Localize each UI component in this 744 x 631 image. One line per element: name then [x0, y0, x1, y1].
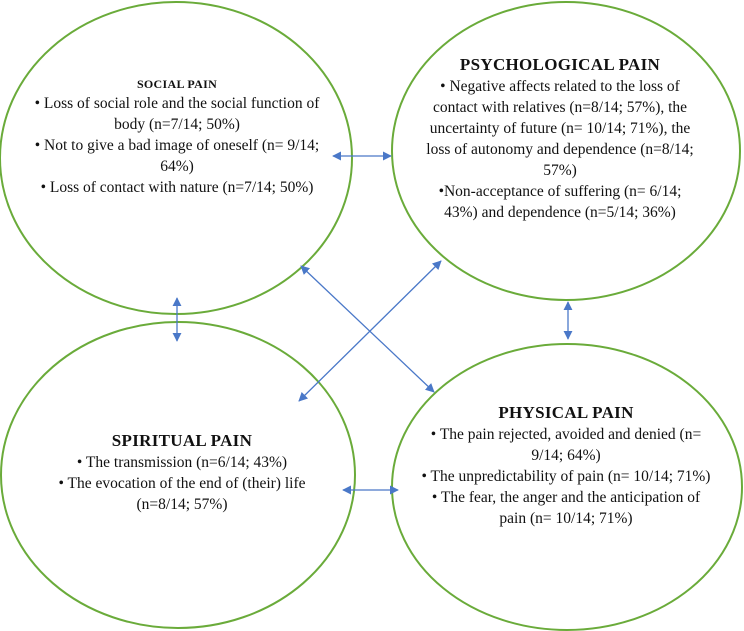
physical-pain-item-3: • The fear, the anger and the anticipati… — [431, 489, 701, 527]
social-pain-title: SOCIAL PAIN — [136, 77, 218, 91]
psychological-pain-item-1: • Negative affects related to the loss o… — [426, 78, 694, 179]
psychological-pain-title: PSYCHOLOGICAL PAIN — [459, 55, 661, 74]
spiritual-pain-text: SPIRITUAL PAIN • The transmission (n=6/1… — [42, 430, 322, 515]
physical-pain-item-1: • The pain rejected, avoided and denied … — [430, 426, 702, 464]
psychological-pain-item-2: •Non-acceptance of suffering (n= 6/14; 4… — [438, 183, 682, 221]
physical-pain-title: PHYSICAL PAIN — [498, 403, 634, 422]
social-pain-item-1: • Loss of social role and the social fun… — [34, 95, 320, 133]
spiritual-pain-title: SPIRITUAL PAIN — [111, 431, 253, 450]
social-pain-item-3: • Loss of contact with nature (n=7/14; 5… — [40, 179, 314, 196]
arrow-social-physical — [300, 265, 435, 393]
psychological-pain-text: PSYCHOLOGICAL PAIN • Negative affects re… — [422, 54, 698, 258]
physical-pain-text: PHYSICAL PAIN • The pain rejected, avoid… — [418, 402, 714, 529]
psychological-pain-circle — [391, 1, 741, 301]
arrow-psychological-spiritual — [298, 260, 442, 402]
social-pain-text: SOCIAL PAIN • Loss of social role and th… — [28, 75, 326, 198]
spiritual-pain-item-1: • The transmission (n=6/14; 43%) — [76, 454, 288, 471]
social-pain-item-2: • Not to give a bad image of oneself (n=… — [34, 137, 320, 175]
physical-pain-item-2: • The unpredictability of pain (n= 10/14… — [421, 468, 711, 485]
spiritual-pain-item-2: • The evocation of the end of (their) li… — [58, 475, 306, 513]
